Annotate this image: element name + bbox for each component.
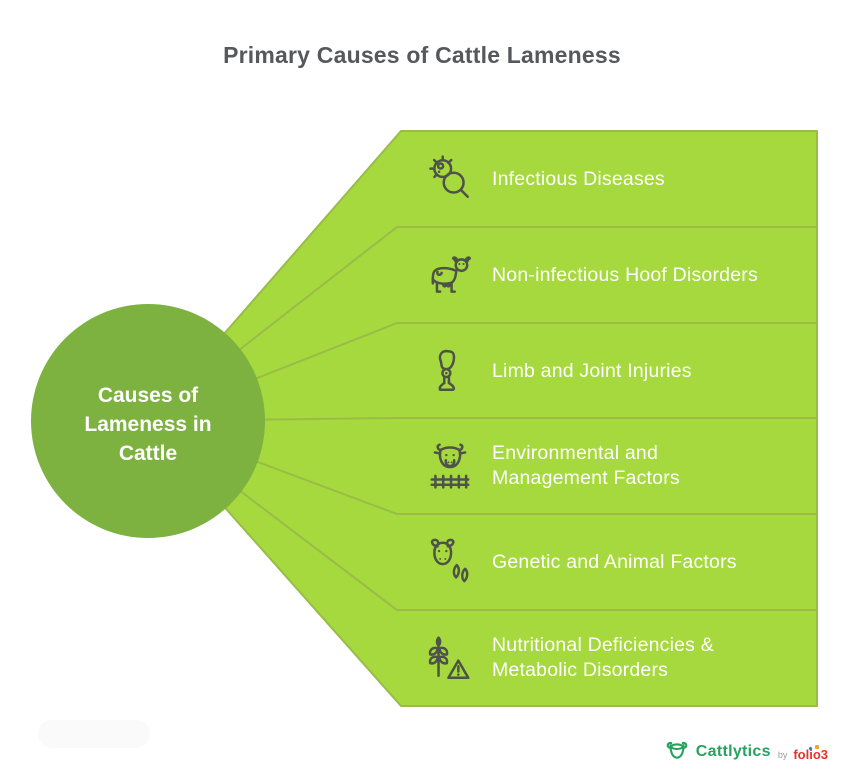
- cause-band-infectious-diseases: Infectious Diseases: [395, 132, 817, 226]
- cattlytics-wordmark: Cattlytics: [695, 743, 771, 760]
- cause-band-nutritional-metabolic: Nutritional Deficiencies & Metabolic Dis…: [395, 611, 817, 705]
- cattlytics-logo-icon: [664, 739, 690, 765]
- cause-label: Environmental and Management Factors: [492, 442, 680, 489]
- germ-magnifier-icon: [425, 154, 475, 204]
- folio3-blue-dot-icon: [809, 746, 813, 750]
- footer-blob: [38, 720, 150, 748]
- cause-band-genetic-animal: Genetic and Animal Factors: [395, 515, 817, 609]
- cause-label: Non-infectious Hoof Disorders: [492, 263, 758, 286]
- prosthetic-leg-icon: [425, 346, 475, 396]
- brand-footer: Cattlytics by folio3: [664, 738, 828, 766]
- cause-band-limb-joint-injuries: Limb and Joint Injuries: [395, 324, 817, 418]
- cause-band-hoof-disorders: Non-infectious Hoof Disorders: [395, 228, 817, 322]
- cow-icon: [425, 250, 475, 300]
- cause-label: Limb and Joint Injuries: [492, 359, 692, 382]
- cow-fence-icon: [425, 441, 475, 491]
- folio3-orange-dot-icon: [815, 744, 820, 749]
- by-label: by: [777, 750, 788, 760]
- cause-label: Genetic and Animal Factors: [492, 550, 737, 573]
- center-circle: [31, 304, 265, 538]
- cause-label: Infectious Diseases: [492, 167, 665, 190]
- folio3-text: folio3: [793, 746, 828, 762]
- center-circle-label: Causes of Lameness in Cattle: [84, 384, 212, 465]
- cause-band-environmental-management: Environmental and Management Factors: [395, 419, 817, 513]
- bull-head-hoofprints-icon: [425, 537, 475, 587]
- cause-label: Nutritional Deficiencies & Metabolic Dis…: [492, 634, 714, 681]
- page-title: Primary Causes of Cattle Lameness: [223, 42, 621, 68]
- folio3-wordmark: folio3: [793, 744, 828, 762]
- wheat-warning-icon: [425, 633, 475, 683]
